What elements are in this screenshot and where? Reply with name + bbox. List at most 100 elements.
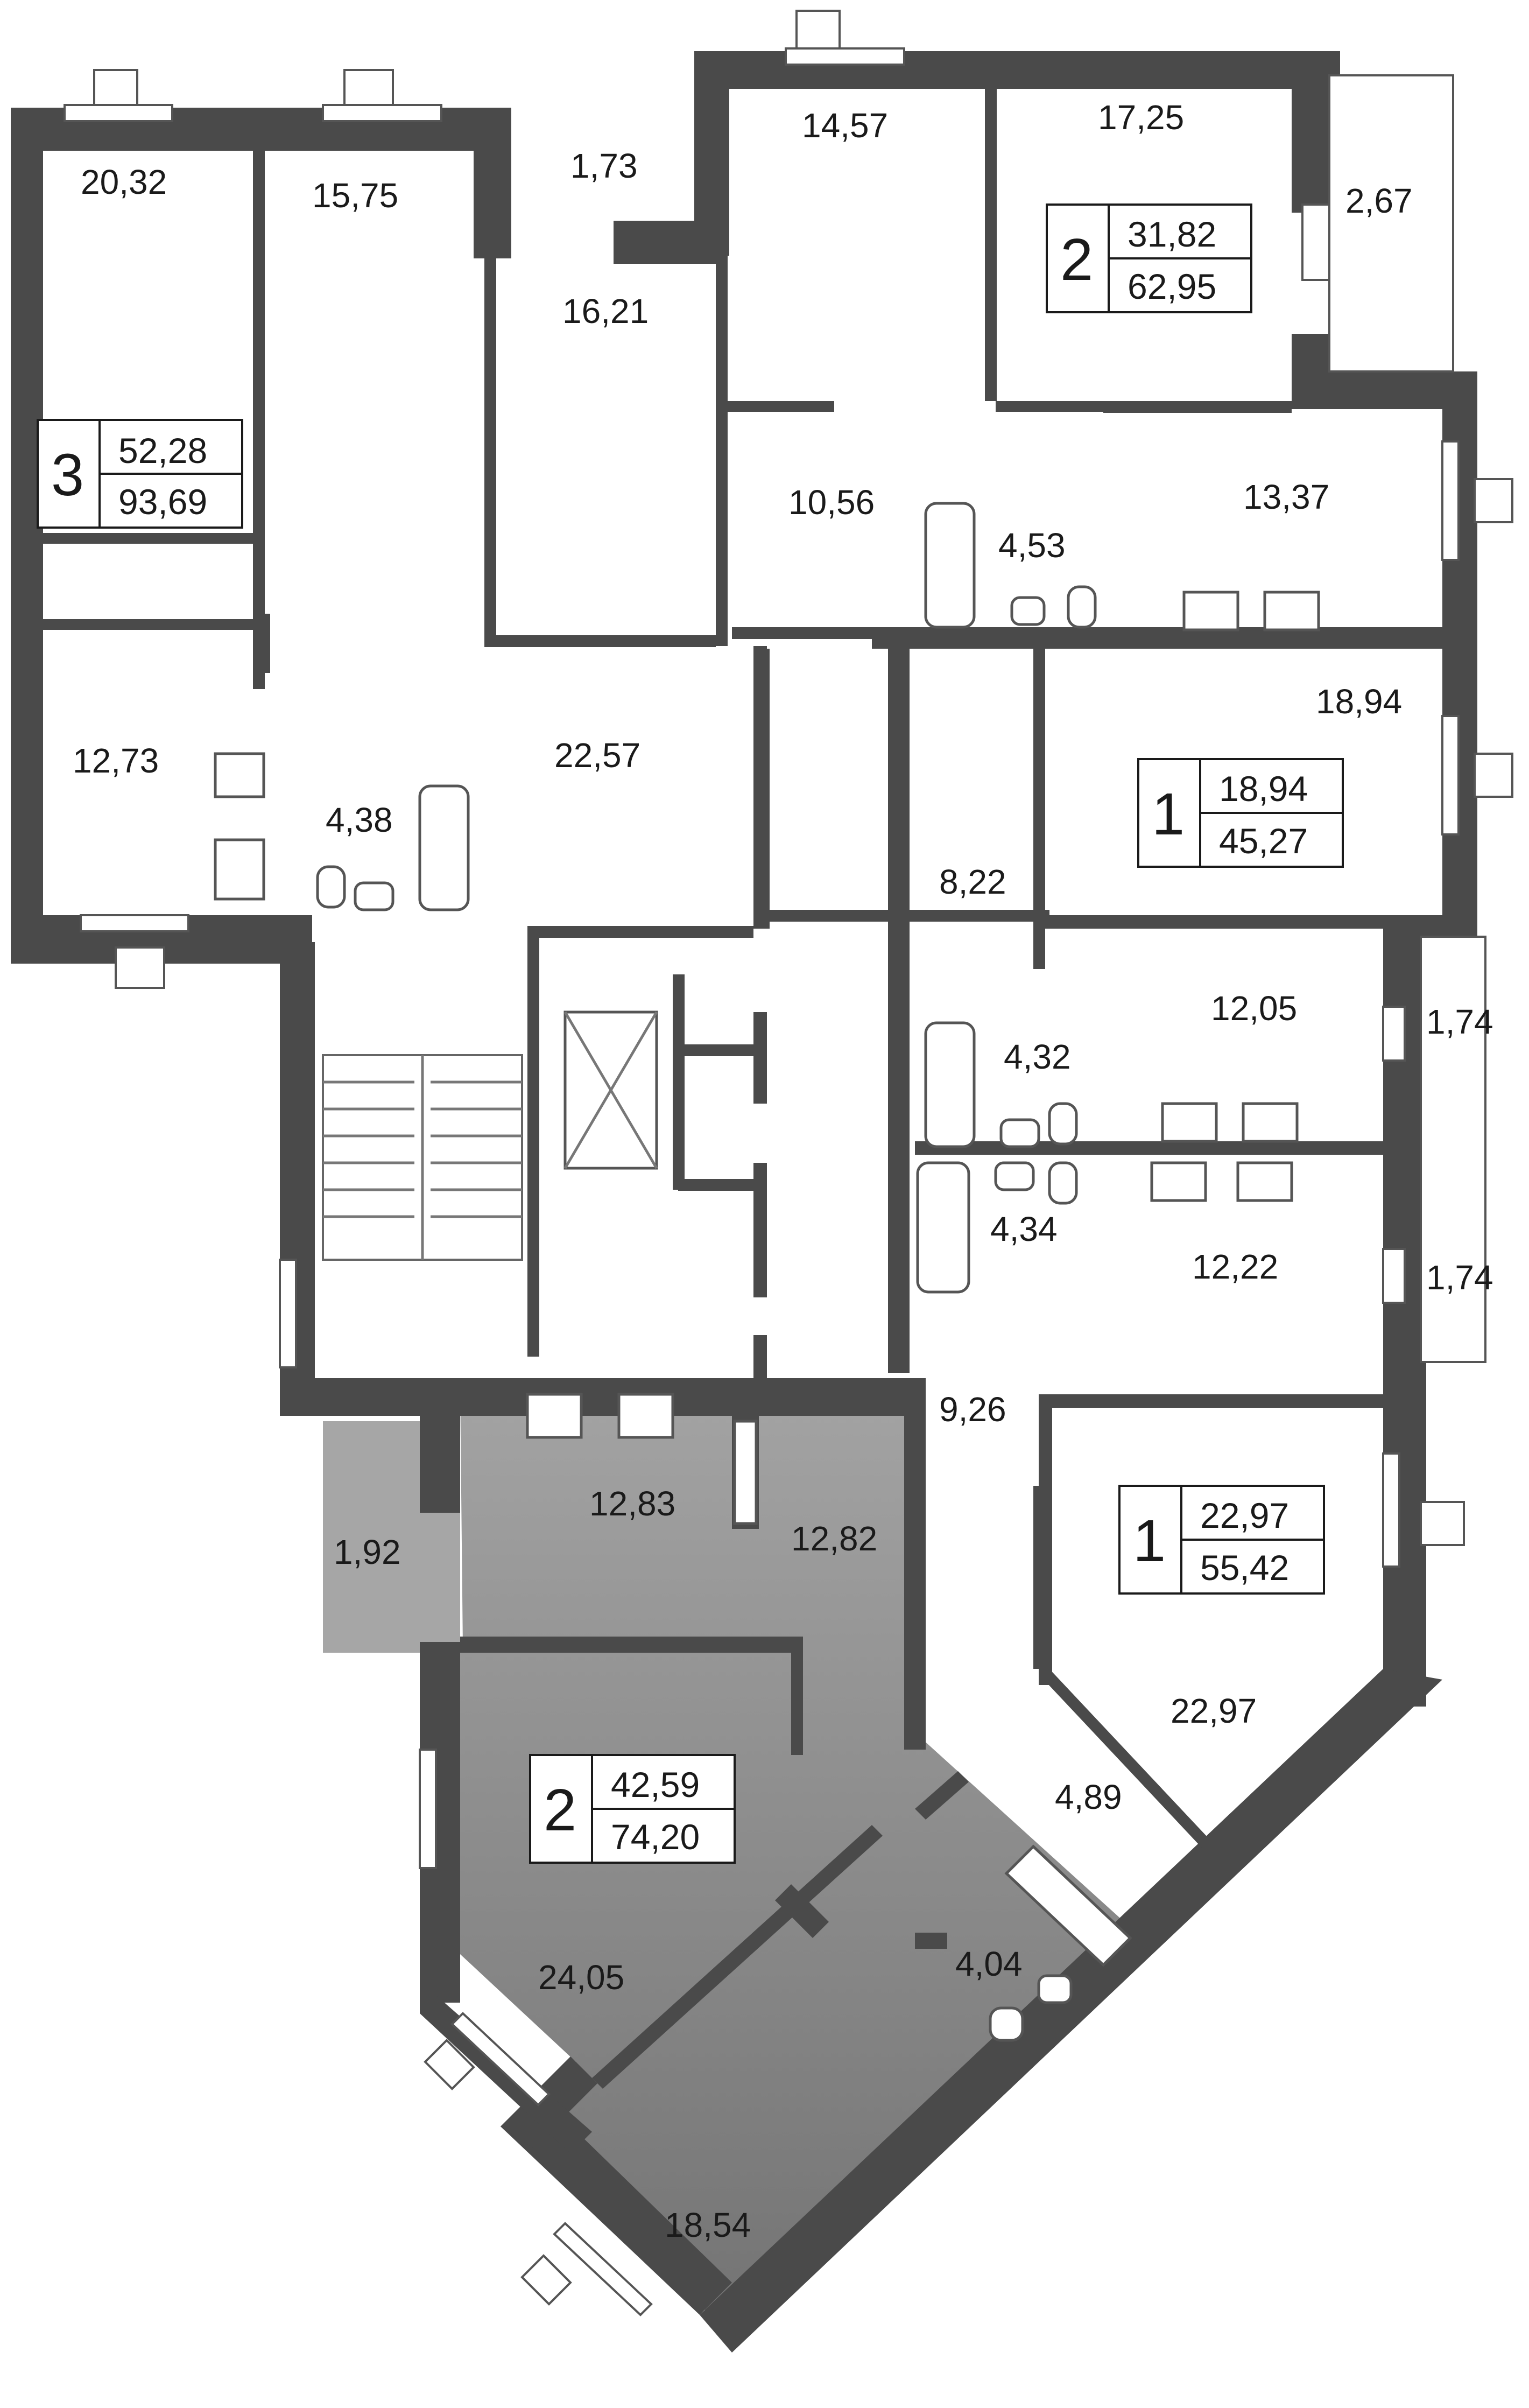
window (1382, 1006, 1406, 1062)
room-area: 22,97 (1171, 1691, 1257, 1730)
stove (1242, 1102, 1299, 1143)
kitchen-sink (1150, 1161, 1207, 1202)
room-area: 1,92 (334, 1533, 401, 1571)
room-area: 4,38 (326, 801, 393, 839)
apartment-room-count: 1 (1152, 781, 1185, 847)
walls (11, 51, 1477, 2353)
window (322, 104, 442, 122)
apartment-room-count: 2 (1060, 227, 1093, 293)
room-area: 1,74 (1426, 1258, 1493, 1297)
room-area: 20,32 (81, 163, 167, 201)
balcony (1420, 936, 1486, 1363)
window (553, 2222, 653, 2316)
room-area: 13,37 (1243, 478, 1329, 516)
apartment-living-area: 31,82 (1128, 214, 1216, 254)
room-area: 4,34 (990, 1210, 1058, 1248)
sink (999, 1118, 1040, 1148)
apartment-1-low-info[interactable]: 1 22,97 55,42 (1118, 1485, 1325, 1595)
window (1301, 203, 1330, 281)
apartment-room-count: 1 (1133, 1508, 1166, 1574)
window (419, 1749, 437, 1869)
apartment-1-mid-info[interactable]: 1 18,94 45,27 (1137, 758, 1344, 868)
apartment-3-info[interactable]: 3 52,28 93,69 (37, 419, 243, 529)
sink (1037, 1974, 1073, 2004)
room-area: 12,82 (791, 1519, 877, 1558)
apartment-total-area: 93,69 (118, 482, 207, 522)
window (1420, 1501, 1465, 1546)
room-area: 4,89 (1055, 1778, 1122, 1816)
apartment-room-count: 3 (51, 442, 84, 508)
room-area: 18,94 (1316, 682, 1402, 721)
toilet (316, 865, 346, 909)
window (64, 104, 173, 122)
stairwell (322, 1054, 523, 1261)
room-labels: 20,32 15,75 1,73 16,21 14,57 17,25 2,67 … (73, 98, 1493, 2244)
window (450, 2012, 551, 2107)
room-area: 15,75 (312, 176, 398, 215)
room-area: 18,54 (665, 2206, 751, 2244)
room-area: 16,21 (562, 292, 649, 331)
room-area: 9,26 (939, 1390, 1006, 1429)
window (1441, 715, 1460, 836)
apartment-total-area: 45,27 (1219, 821, 1308, 861)
apartment-living-area: 52,28 (118, 431, 207, 471)
room-area: 12,22 (1192, 1247, 1278, 1286)
apartment-living-area: 22,97 (1200, 1496, 1289, 1535)
window (795, 10, 841, 50)
apartment-living-area: 18,94 (1219, 769, 1308, 809)
windows (64, 10, 1513, 2316)
room-area: 17,25 (1098, 98, 1184, 137)
apartment-room-count: 2 (544, 1777, 576, 1843)
window (1474, 753, 1513, 798)
balcony (1328, 74, 1454, 373)
kitchen-sink (214, 752, 265, 798)
room-area: 14,57 (802, 106, 888, 145)
room-area: 1,74 (1426, 1002, 1493, 1041)
sink (994, 1161, 1035, 1191)
apartment-living-area: 42,59 (611, 1765, 700, 1805)
room-area: 22,57 (554, 736, 640, 775)
kitchen-sink (617, 1393, 674, 1439)
room-area: 8,22 (939, 862, 1006, 901)
stove (1236, 1161, 1293, 1202)
kitchen-sink (1182, 591, 1239, 631)
room-area: 1,73 (570, 146, 638, 185)
stove (1263, 591, 1320, 631)
kitchen-sink (1161, 1102, 1218, 1143)
room-area: 4,53 (998, 526, 1066, 565)
room-area: 4,04 (955, 1944, 1023, 1983)
window (1382, 1248, 1406, 1304)
apartment-total-area: 62,95 (1128, 266, 1216, 306)
toilet (989, 2006, 1024, 2042)
bathtub (1004, 1844, 1132, 1967)
room-area: 4,32 (1004, 1037, 1071, 1076)
fixtures (214, 502, 1320, 2042)
stove (214, 838, 265, 901)
window (343, 69, 394, 106)
apartment-total-area: 74,20 (611, 1817, 700, 1857)
room-area: 10,56 (788, 483, 875, 522)
room-area: 24,05 (538, 1958, 624, 1997)
room-area: 2,67 (1345, 181, 1413, 220)
toilet (1048, 1161, 1078, 1205)
window (520, 2254, 572, 2306)
apartment-2-top-info[interactable]: 2 31,82 62,95 (1046, 203, 1252, 313)
window (279, 1259, 297, 1368)
room-area: 12,73 (73, 741, 159, 780)
bathtub (924, 1021, 976, 1148)
toilet (1067, 585, 1097, 629)
window (80, 914, 189, 932)
bathtub (916, 1161, 970, 1294)
window (424, 2039, 475, 2090)
bathtub (924, 502, 976, 629)
window (1382, 1452, 1400, 1568)
sink (354, 881, 394, 911)
window (115, 946, 165, 989)
window (1474, 478, 1513, 523)
apartment-2-selected-info[interactable]: 2 42,59 74,20 (529, 1754, 736, 1864)
window (1441, 440, 1460, 561)
sink (1010, 596, 1046, 626)
window (93, 69, 138, 106)
room-area: 12,05 (1211, 989, 1297, 1028)
